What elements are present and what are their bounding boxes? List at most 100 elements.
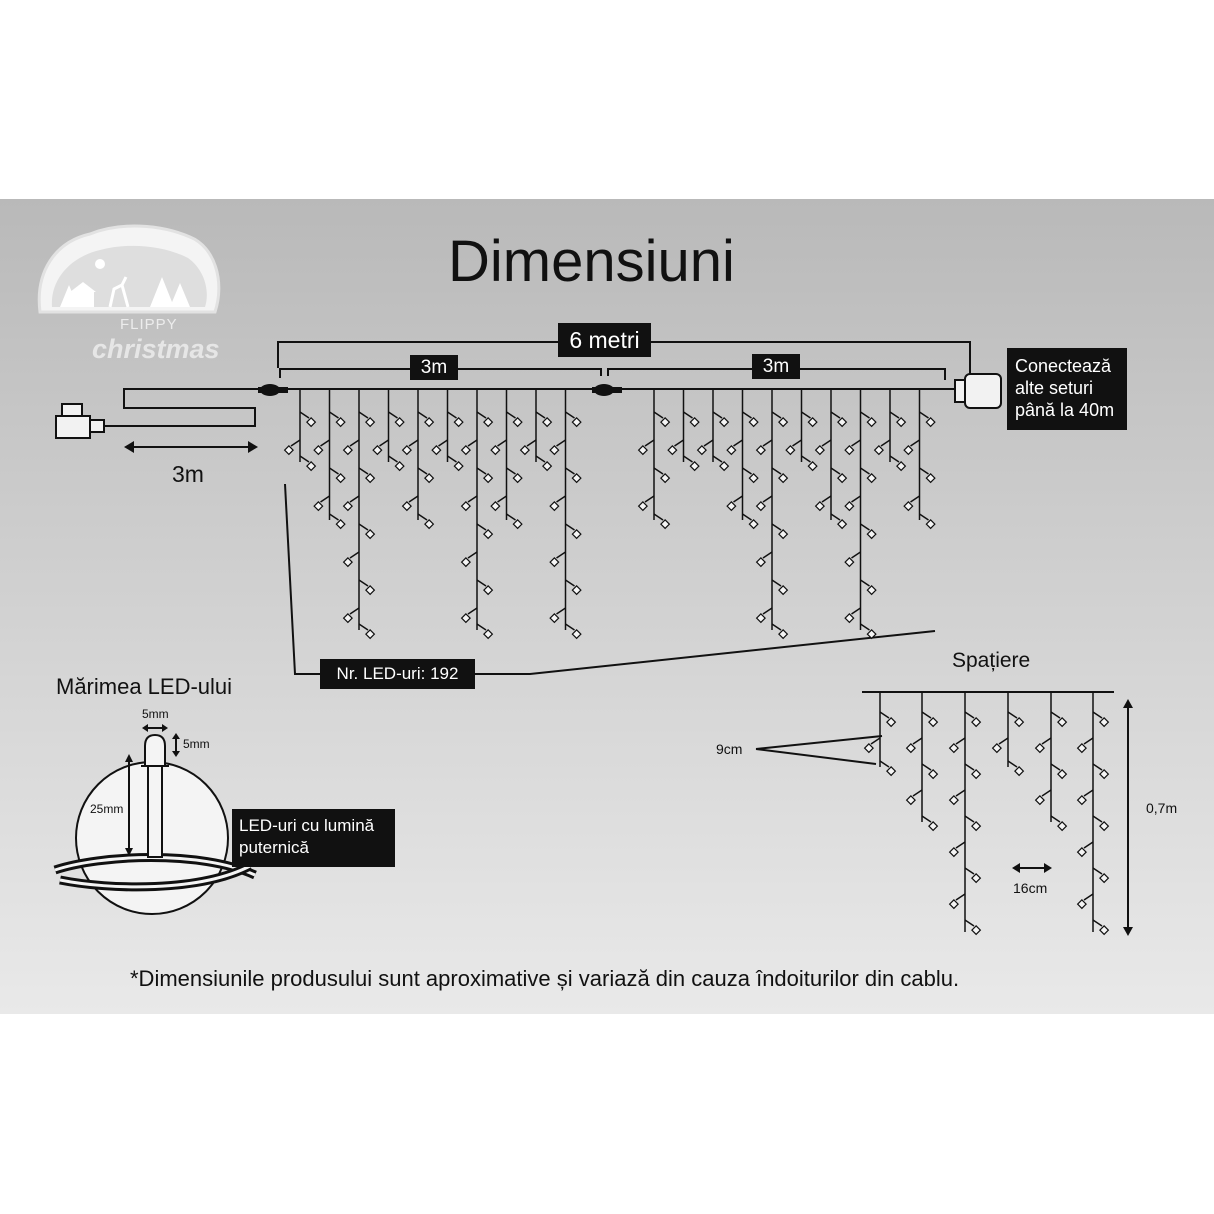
led-bulb (696, 445, 707, 456)
led-bulb (971, 873, 982, 884)
led-bulb (283, 445, 294, 456)
led-bulb (460, 501, 471, 512)
led-bulb (1057, 769, 1068, 780)
led-bulb (313, 445, 324, 456)
led-bulb (306, 417, 317, 428)
led-bulb (748, 473, 759, 484)
led-bulb (903, 445, 914, 456)
led-bulb (637, 501, 648, 512)
connect-note: Conectează alte seturi până la 40m (1007, 348, 1127, 430)
led-bulb (948, 899, 959, 910)
icicle-strands (283, 390, 936, 640)
connect-note-line-1: Conectează (1015, 356, 1112, 376)
led-bulb (519, 445, 530, 456)
led-bulb (394, 417, 405, 428)
led-bulb (755, 613, 766, 624)
led-bulb (549, 613, 560, 624)
led-bulb (778, 585, 789, 596)
led-bulb (483, 473, 494, 484)
lead-cable-length: 3m (172, 461, 204, 487)
led-bulb (925, 417, 936, 428)
led-bulb (490, 501, 501, 512)
led-width-label: 5mm (142, 707, 169, 721)
led-bulb (335, 473, 346, 484)
led-bulb (1099, 769, 1110, 780)
led-bulb (807, 417, 818, 428)
led-bulb (313, 501, 324, 512)
led-bulb (689, 461, 700, 472)
led-bulb (814, 501, 825, 512)
led-bulb (1099, 821, 1110, 832)
led-bulb (873, 445, 884, 456)
led-bulb (778, 629, 789, 640)
led-bulb (1076, 795, 1087, 806)
led-bulb (971, 769, 982, 780)
led-bulb (866, 473, 877, 484)
led-bulb (365, 585, 376, 596)
led-bulb (1034, 795, 1045, 806)
led-bulb (925, 519, 936, 530)
led-bulb (342, 557, 353, 568)
footnote: *Dimensiunile produsului sunt aproximati… (130, 966, 960, 991)
led-bulb (453, 461, 464, 472)
led-bulb (342, 445, 353, 456)
led-bulb (928, 717, 939, 728)
led-bulb (571, 417, 582, 428)
led-bulb (844, 445, 855, 456)
led-bulb (1099, 717, 1110, 728)
led-bulb (542, 417, 553, 428)
segment-right-label: 3m (752, 354, 800, 379)
led-bulb (394, 461, 405, 472)
led-bulb (431, 445, 442, 456)
led-bulb (844, 501, 855, 512)
led-bulb (1076, 899, 1087, 910)
drop-spacing-label: 9cm (716, 741, 743, 757)
led-bulb (925, 473, 936, 484)
strand-spacing-label: 16cm (1013, 880, 1048, 896)
led-bulb (886, 717, 897, 728)
connect-note-line-3: până la 40m (1015, 400, 1115, 420)
led-bulb (866, 417, 877, 428)
led-bulb (1076, 743, 1087, 754)
led-bulb (886, 766, 897, 777)
led-bulb (549, 445, 560, 456)
led-bulb (837, 473, 848, 484)
led-type-label: LED-uri cu lumină puternică (232, 809, 395, 867)
connect-note-line-2: alte seturi (1015, 378, 1094, 398)
led-bulb (905, 743, 916, 754)
led-bulb (866, 585, 877, 596)
led-bulb (365, 473, 376, 484)
led-bulb (755, 501, 766, 512)
led-bulb (755, 557, 766, 568)
total-length-label: 6 metri (558, 323, 651, 357)
led-bulb (948, 795, 959, 806)
led-bulb (365, 629, 376, 640)
led-bulb (571, 585, 582, 596)
led-bulb (719, 461, 730, 472)
led-bulb (549, 501, 560, 512)
led-bulb (1057, 821, 1068, 832)
led-bulb (660, 519, 671, 530)
spacing-strands (863, 692, 1110, 936)
led-bulb (863, 743, 874, 754)
led-bulb (866, 529, 877, 540)
led-bulb (483, 629, 494, 640)
led-bulb (726, 445, 737, 456)
led-bulb (778, 529, 789, 540)
led-bulb (401, 445, 412, 456)
led-bulb (306, 461, 317, 472)
led-height-label: 5mm (183, 737, 210, 751)
led-bulb (905, 795, 916, 806)
led-bulb (512, 519, 523, 530)
led-bulb (335, 519, 346, 530)
led-bulb (837, 417, 848, 428)
led-bulb (971, 821, 982, 832)
led-bulb (807, 461, 818, 472)
led-bulb (844, 557, 855, 568)
led-bulb (1099, 925, 1110, 936)
led-bulb (542, 461, 553, 472)
led-bulb (660, 473, 671, 484)
led-bulb (424, 473, 435, 484)
led-bulb (896, 417, 907, 428)
led-bulb (365, 417, 376, 428)
